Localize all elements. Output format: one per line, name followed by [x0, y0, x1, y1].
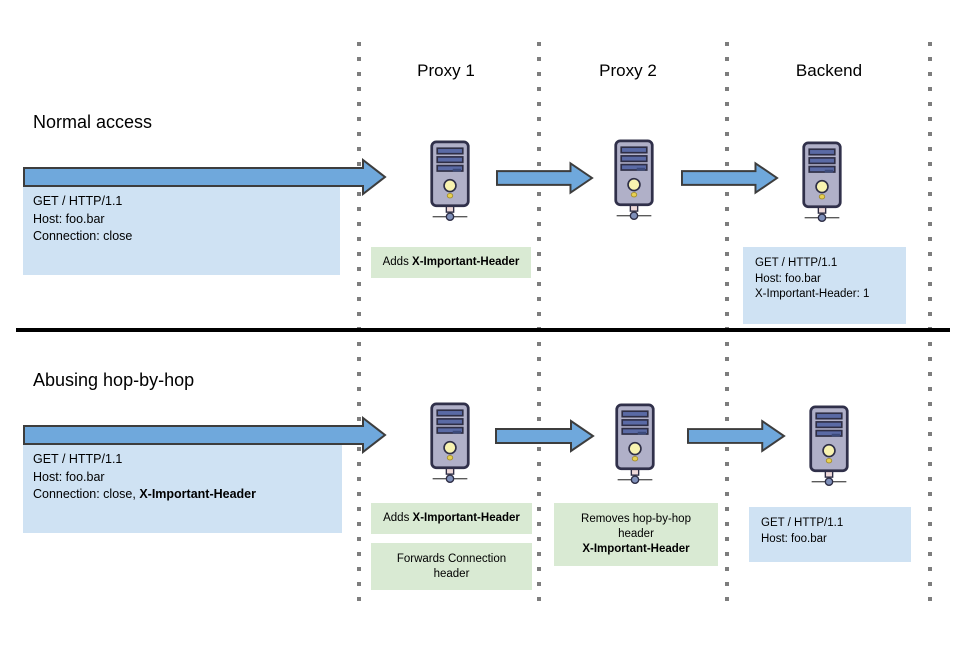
server-icon-backend-top	[800, 141, 844, 225]
request-arrow-proxy2-to-backend-abuse	[687, 419, 786, 453]
note-line: header	[618, 528, 654, 540]
note-line: header	[433, 567, 470, 580]
server-icon-proxy2-top	[612, 139, 656, 223]
proxy1-note1-abuse: Adds X-Important-Header	[371, 503, 532, 534]
column-separator-4	[928, 42, 932, 604]
client-request-box-normal: GET / HTTP/1.1 Host: foo.bar Connection:…	[23, 187, 340, 275]
column-header-proxy1: Proxy 1	[417, 61, 475, 80]
proxy2-note-abuse: Removes hop-by-hop header X-Important-He…	[554, 503, 718, 566]
request-line: X-Important-Header: 1	[755, 288, 870, 300]
column-header-backend: Backend	[795, 61, 863, 80]
server-icon-proxy1-top	[428, 140, 472, 224]
column-separator-1	[357, 42, 361, 604]
note-line: Adds X-Important-Header	[383, 255, 520, 270]
request-line: Host: foo.bar	[33, 469, 105, 484]
note-line: Adds X-Important-Header	[383, 511, 520, 526]
section-title-normal: Normal access	[33, 112, 153, 132]
backend-request-box-normal: GET / HTTP/1.1 Host: foo.bar X-Important…	[743, 247, 906, 324]
column-header-proxy2: Proxy 2	[599, 61, 657, 80]
request-text-bold: X-Important-Header	[139, 487, 256, 501]
request-arrow-proxy1-to-proxy2	[496, 161, 594, 195]
request-arrow-proxy1-to-proxy2-abuse	[495, 419, 595, 453]
request-arrow-client-to-proxy1-abuse	[23, 416, 387, 454]
request-line: Connection: close	[33, 229, 133, 243]
server-icon-proxy2-bottom	[613, 403, 657, 487]
server-icon-backend-bottom	[807, 405, 851, 489]
note-text: Adds	[382, 256, 413, 268]
note-line: Removes hop-by-hop	[581, 513, 691, 525]
backend-request-box-abuse: GET / HTTP/1.1 Host: foo.bar	[749, 507, 911, 562]
server-icon-proxy1-bottom	[428, 402, 472, 486]
client-request-box-abuse: GET / HTTP/1.1 Host: foo.bar Connection:…	[23, 445, 342, 533]
note-text-bold: X-Important-Header	[412, 512, 520, 524]
proxy1-note2-abuse: Forwards Connection header	[371, 543, 532, 590]
request-line: Host: foo.bar	[33, 211, 105, 226]
request-arrow-proxy2-to-backend	[681, 161, 779, 195]
section-title-abuse: Abusing hop-by-hop	[33, 370, 195, 390]
section-divider	[16, 328, 950, 332]
column-separator-2	[537, 42, 541, 604]
column-separator-3	[725, 42, 729, 604]
request-line: Host: foo.bar	[755, 272, 821, 285]
request-text: Connection: close,	[33, 487, 140, 501]
request-line: GET / HTTP/1.1	[33, 452, 123, 466]
request-arrow-client-to-proxy1	[23, 158, 387, 196]
note-line: Forwards Connection	[396, 552, 507, 565]
request-line: GET / HTTP/1.1	[755, 257, 838, 269]
note-line-bold: X-Important-Header	[582, 543, 690, 555]
note-text: Adds	[383, 512, 413, 524]
note-text-bold: X-Important-Header	[412, 256, 520, 268]
request-line: GET / HTTP/1.1	[761, 517, 844, 529]
proxy1-note-normal: Adds X-Important-Header	[371, 247, 531, 278]
request-line: Connection: close, X-Important-Header	[33, 486, 342, 504]
request-line: GET / HTTP/1.1	[33, 194, 123, 208]
request-line: Host: foo.bar	[761, 532, 827, 545]
